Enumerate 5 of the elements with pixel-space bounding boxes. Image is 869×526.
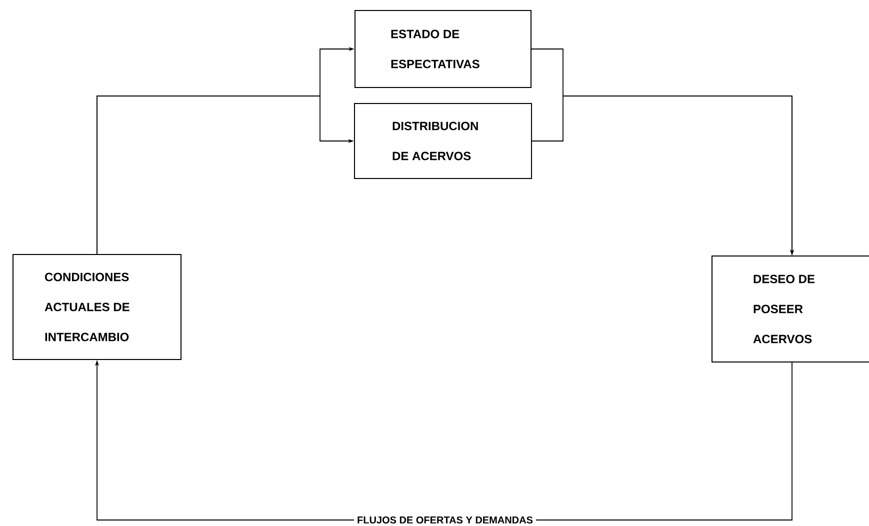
edge-label: FLUJOS DE OFERTAS Y DEMANDAS	[354, 513, 536, 526]
process-box: DESEO DE POSEER ACERVOS	[712, 256, 869, 362]
process-box: CONDICIONES ACTUALES DE INTERCAMBIO	[12, 254, 182, 360]
process-box: DISTRIBUCION DE ACERVOS	[354, 103, 532, 179]
process-box: ESTADO DE ESPECTATIVAS	[354, 10, 532, 88]
